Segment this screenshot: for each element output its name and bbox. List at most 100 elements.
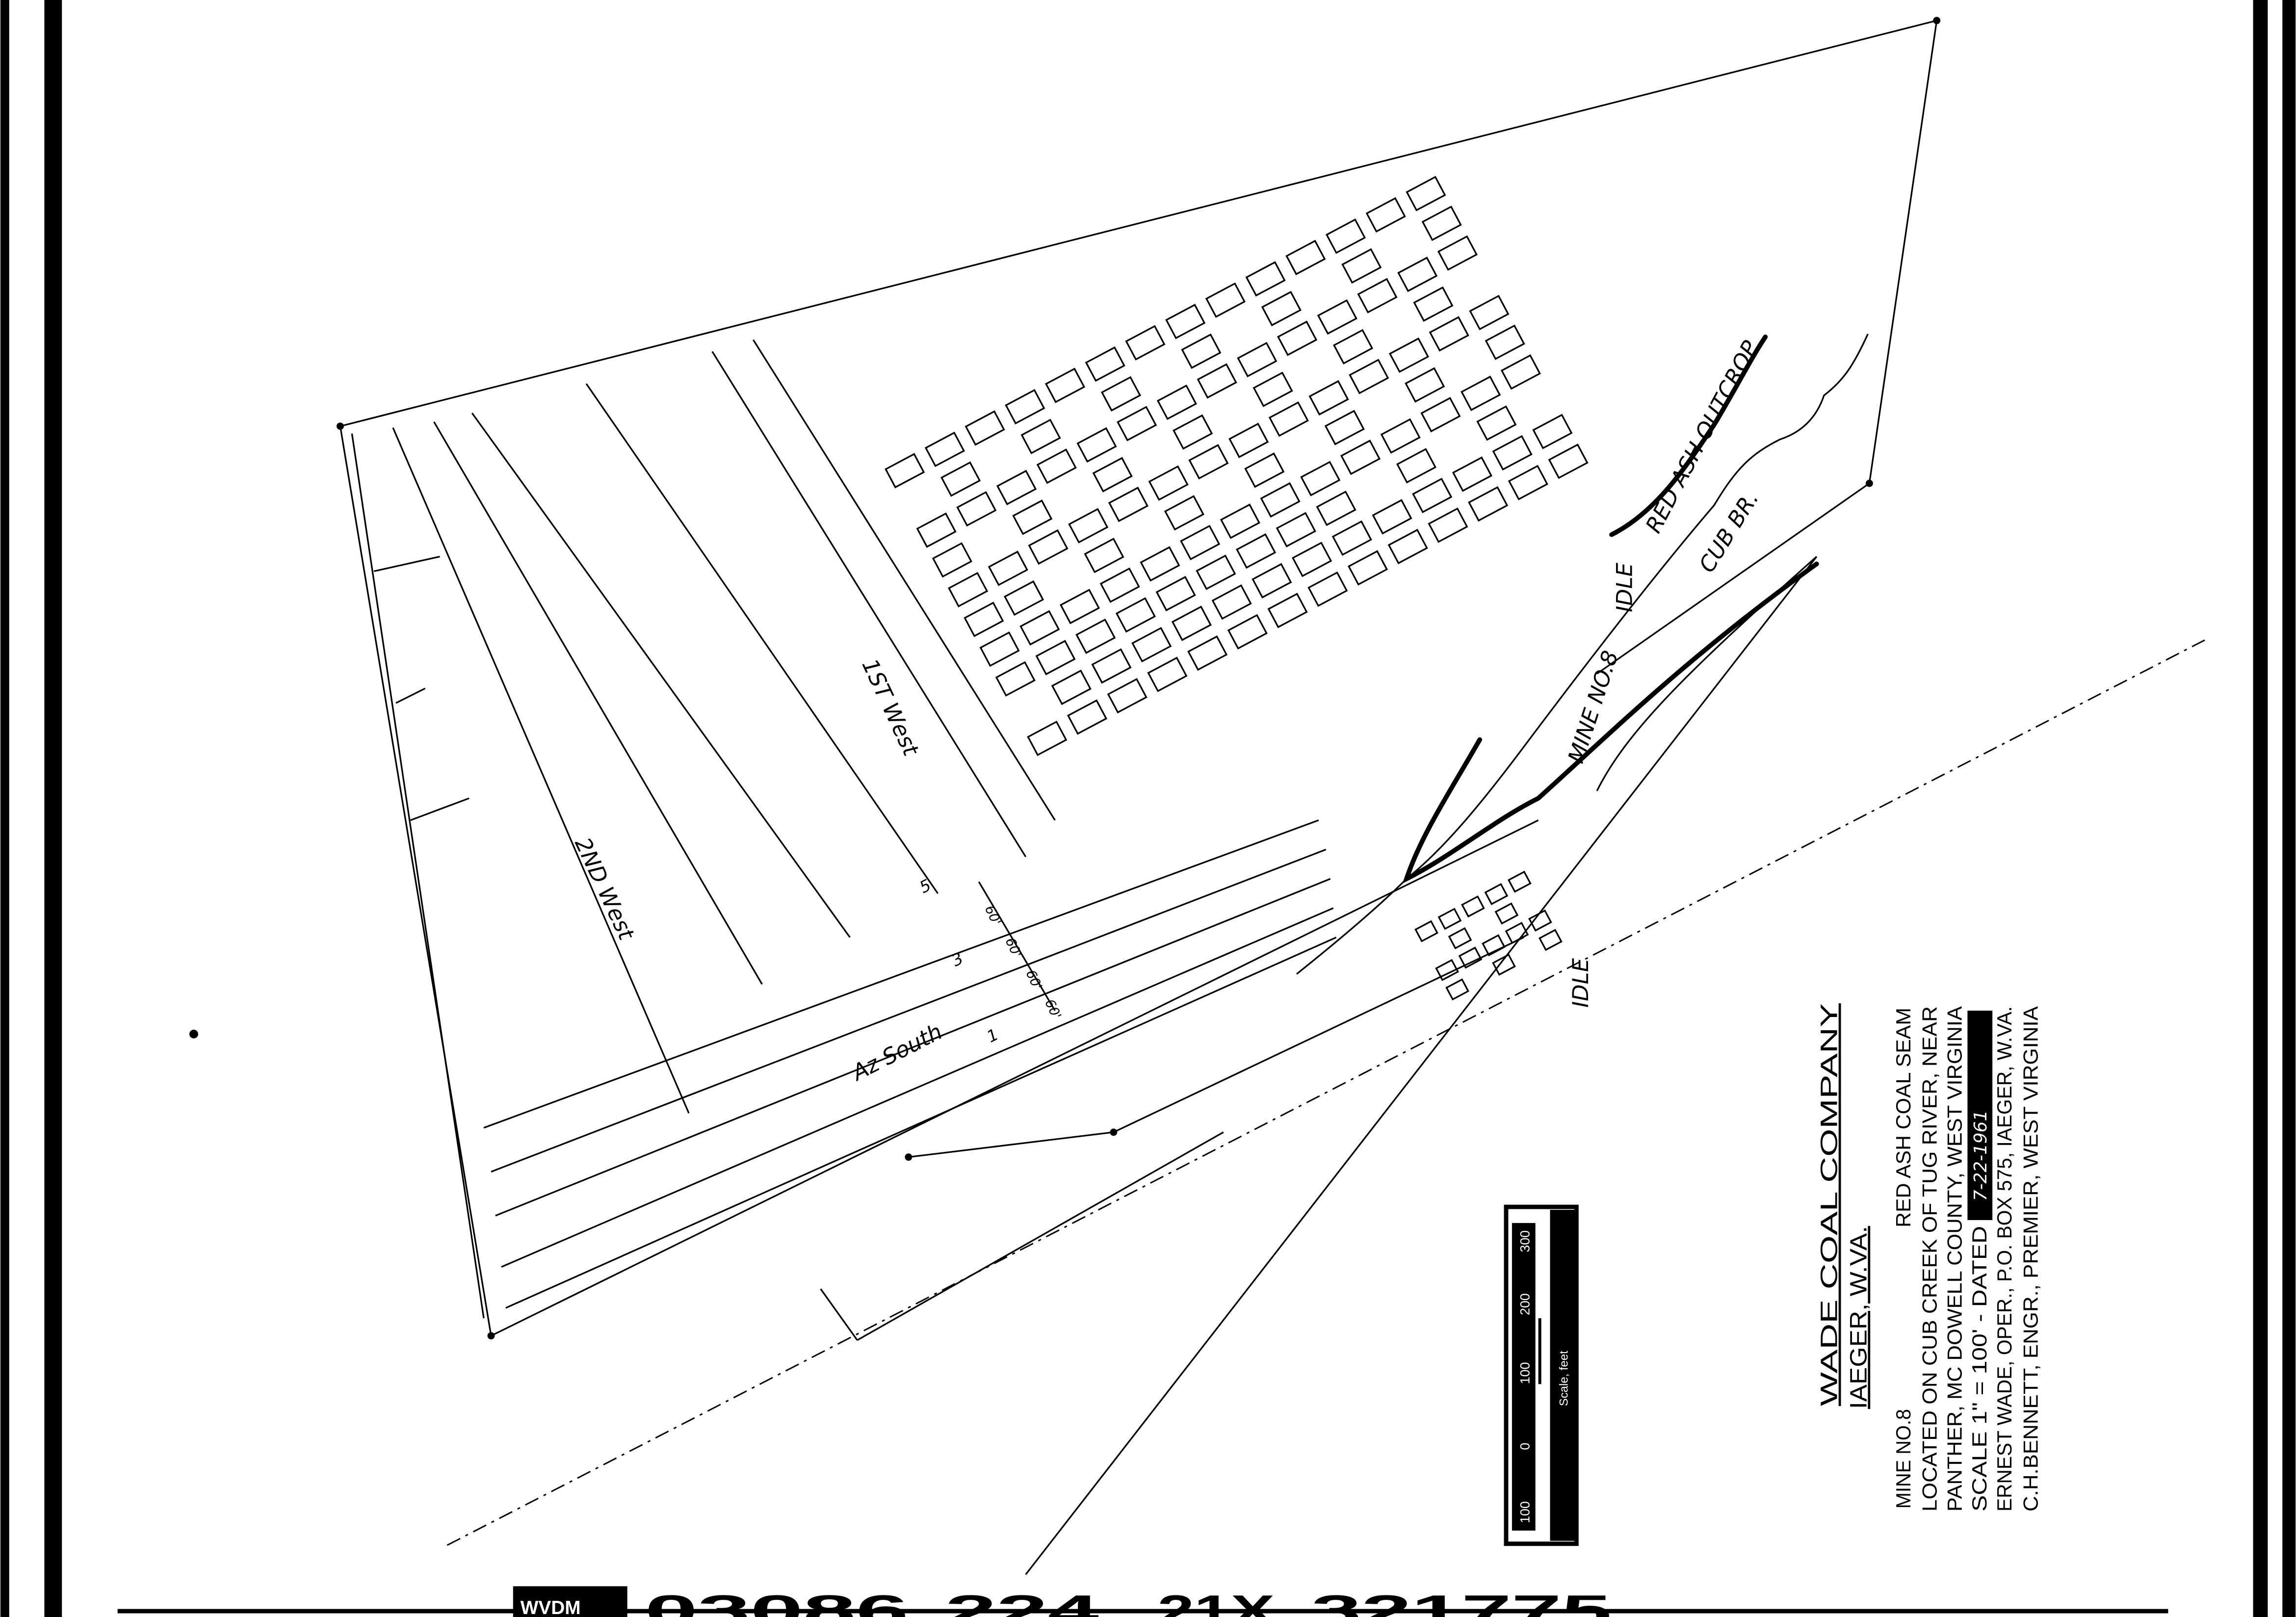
coal-pillar bbox=[1115, 597, 1156, 633]
coal-pillar bbox=[1220, 503, 1260, 539]
crosscut-line bbox=[410, 797, 470, 821]
coal-pillar bbox=[1317, 299, 1357, 335]
scan-right-band bbox=[2253, 0, 2268, 1617]
coal-pillar bbox=[1380, 418, 1421, 454]
coal-pillar bbox=[1437, 908, 1462, 930]
coal-pillar bbox=[1107, 678, 1148, 714]
coal-pillar bbox=[1131, 626, 1172, 663]
coal-pillar bbox=[1405, 367, 1445, 403]
coal-pillar bbox=[1396, 448, 1436, 484]
coal-pillar bbox=[1349, 359, 1389, 394]
mine-number: MINE NO.8 bbox=[1892, 1409, 1915, 1509]
west-entry-line bbox=[392, 427, 690, 1114]
svg-text:60': 60' bbox=[1002, 936, 1025, 961]
coal-pillar bbox=[1461, 895, 1485, 918]
coal-pillar bbox=[956, 491, 997, 527]
west-entry-line bbox=[351, 433, 485, 1319]
coal-pillar bbox=[1091, 648, 1132, 684]
entry-number-5: 5 bbox=[916, 876, 934, 897]
coal-pillar bbox=[1100, 376, 1141, 412]
scale-line: SCALE 1" = 100' - DATED bbox=[1968, 1226, 1991, 1512]
coal-pillar bbox=[1445, 978, 1469, 1001]
cub-branch-label: CUB BR. bbox=[1694, 486, 1764, 577]
coal-pillar bbox=[1181, 333, 1222, 369]
entry-number-1: 1 bbox=[984, 1025, 1001, 1046]
county-line: PANTHER, MC DOWELL COUNTY, WEST VIRGINIA bbox=[1943, 1006, 1966, 1512]
archive-stamp: WVDM bbox=[521, 1597, 581, 1617]
coal-pillar bbox=[1414, 920, 1438, 942]
coal-pillar bbox=[1372, 499, 1412, 535]
west-entries bbox=[351, 339, 1056, 1319]
scan-left-band bbox=[44, 0, 62, 1617]
coal-pillar bbox=[948, 572, 989, 608]
coal-pillar bbox=[1507, 870, 1532, 893]
company-title: WADE COAL COMPANY bbox=[1817, 1003, 1843, 1406]
cub-branch-creek bbox=[1296, 334, 1869, 975]
svg-text:60': 60' bbox=[982, 903, 1004, 928]
archive-code-4: 321775 bbox=[1311, 1586, 1612, 1617]
coal-pillar bbox=[988, 550, 1028, 586]
coal-pillar bbox=[1469, 294, 1510, 331]
coal-pillar bbox=[1326, 218, 1366, 254]
coal-pillar bbox=[1492, 953, 1516, 976]
coal-pillar bbox=[1307, 571, 1348, 607]
coal-pillar bbox=[1276, 512, 1316, 548]
west-entry-line bbox=[433, 421, 763, 985]
coal-pillar bbox=[1164, 495, 1204, 531]
west-entry-line bbox=[471, 412, 851, 938]
coal-pillar bbox=[1406, 176, 1446, 211]
south-entries bbox=[373, 555, 1337, 1309]
svg-text:200: 200 bbox=[1518, 1293, 1533, 1315]
coal-pillar bbox=[1180, 524, 1221, 561]
location-line: LOCATED ON CUB CREEK OF TUG RIVER, NEAR bbox=[1918, 1006, 1941, 1512]
coal-pillar bbox=[1341, 248, 1382, 284]
coal-pillar bbox=[1211, 584, 1252, 620]
coal-pillar bbox=[1148, 465, 1189, 501]
coal-pillar bbox=[1173, 414, 1213, 450]
coal-pillar bbox=[1412, 477, 1453, 514]
coal-pillar bbox=[996, 469, 1037, 505]
coal-pillar bbox=[1413, 286, 1454, 322]
coal-pillar bbox=[924, 431, 965, 468]
coal-pillar bbox=[1528, 909, 1552, 932]
coal-pillar bbox=[1196, 554, 1236, 590]
coal-pillar bbox=[1492, 435, 1533, 471]
coal-pillar bbox=[1387, 528, 1428, 565]
coal-pillar bbox=[885, 453, 925, 489]
coal-pillar bbox=[1108, 487, 1148, 522]
coal-pillar bbox=[1452, 456, 1492, 492]
scan-right-edge bbox=[2282, 0, 2296, 1617]
coal-pillar bbox=[1205, 282, 1246, 318]
coal-pillar bbox=[1484, 883, 1509, 905]
coal-pillar bbox=[1397, 257, 1438, 292]
coal-pillar bbox=[1125, 325, 1166, 361]
operator-line: ERNEST WADE, OPER., P.O. BOX 575, IAEGER… bbox=[1993, 1006, 2016, 1512]
archive-code-1: 03086 bbox=[645, 1586, 908, 1617]
entry-spacing-dimensions: 60' 60' 60' 60' bbox=[978, 881, 1064, 1022]
coal-pillar bbox=[1532, 414, 1573, 449]
coal-pillar bbox=[1261, 290, 1302, 327]
crosscut-line bbox=[373, 555, 440, 572]
coal-pillar bbox=[1340, 440, 1381, 475]
coal-pillar bbox=[1140, 546, 1180, 582]
south-entry-line bbox=[491, 849, 1327, 1173]
company-location: IAEGER, W.VA. bbox=[1846, 1226, 1872, 1409]
coal-pillar bbox=[1420, 397, 1461, 433]
idle-workings bbox=[1414, 870, 1563, 1001]
title-block: WADE COAL COMPANY IAEGER, W.VA. MINE NO.… bbox=[1817, 1003, 2042, 1512]
mine-name-label: MINE NO.8 bbox=[1563, 648, 1623, 766]
coal-pillar bbox=[1197, 363, 1237, 399]
date-redaction-box bbox=[1967, 1011, 1993, 1220]
coal-pillar bbox=[1458, 946, 1483, 969]
south-entry-line bbox=[495, 878, 1331, 1217]
coal-pillar bbox=[1165, 304, 1206, 339]
south-entry-line bbox=[505, 937, 1337, 1309]
coal-pillar bbox=[1485, 324, 1525, 360]
coal-pillar bbox=[1076, 427, 1117, 463]
coal-pillar bbox=[1084, 538, 1124, 574]
crosscut-line bbox=[395, 687, 426, 704]
south-entry-line bbox=[483, 819, 1319, 1129]
coal-pillar bbox=[995, 661, 1036, 697]
coal-pillar bbox=[1277, 320, 1318, 356]
